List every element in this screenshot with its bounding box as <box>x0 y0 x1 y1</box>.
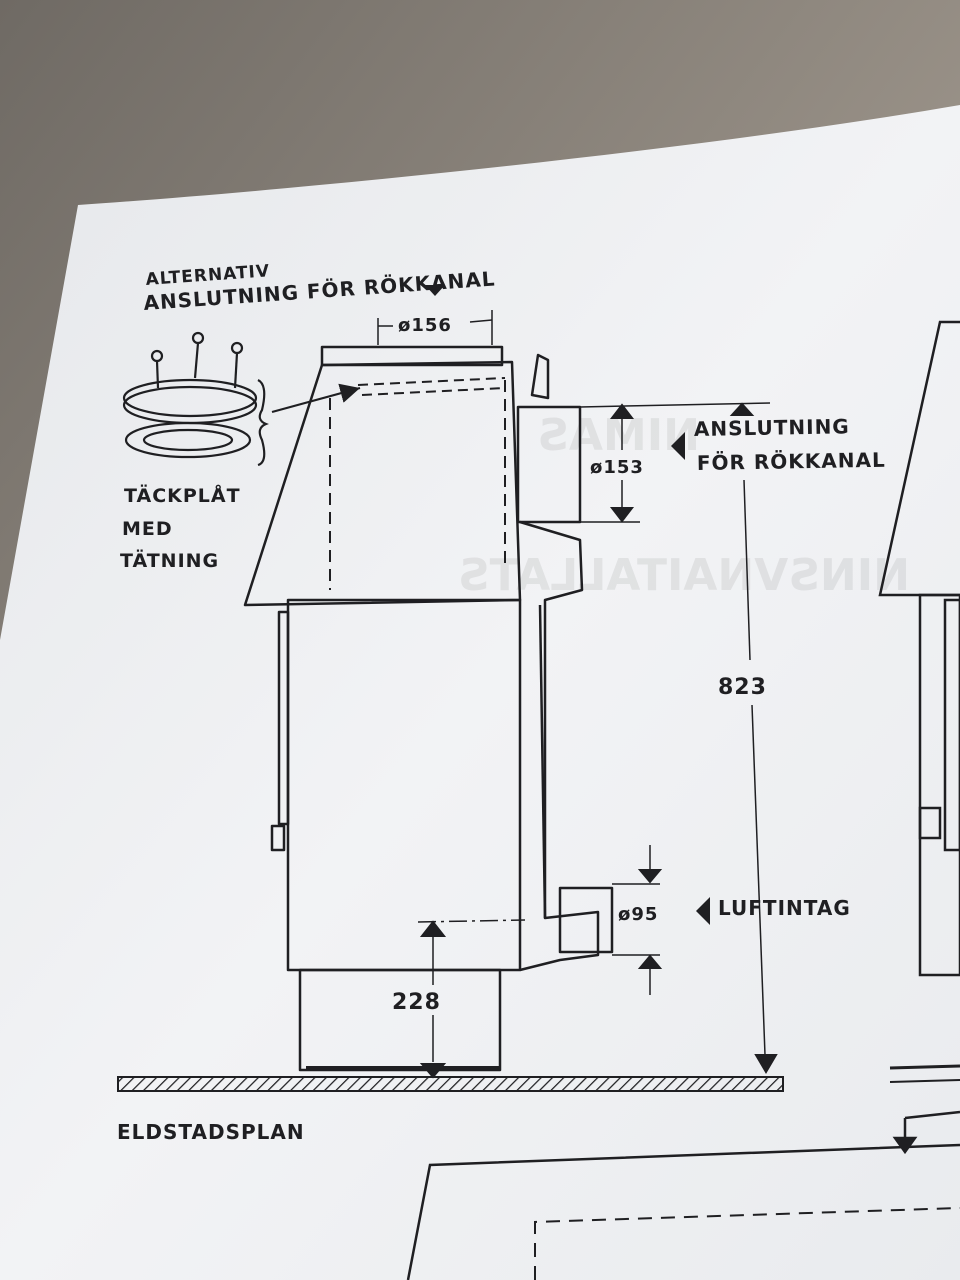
cover-plate-label-3: TÄTNING <box>120 548 219 572</box>
hearth-plane-hatch <box>117 1076 784 1092</box>
screw-icon <box>230 341 244 389</box>
side-rod <box>277 610 290 826</box>
rear-diameter-value: ø153 <box>590 457 644 478</box>
air-diameter-value: ø95 <box>618 904 658 925</box>
top-diameter-value: ø156 <box>398 315 452 336</box>
cover-plate <box>122 378 258 418</box>
second-stove-partial <box>878 320 960 1083</box>
air-intake-box <box>558 886 614 954</box>
screw-icon <box>150 349 164 389</box>
pointer-icon <box>671 432 685 460</box>
base-height-value: 228 <box>392 990 441 1015</box>
rear-hinge <box>530 353 550 400</box>
hearth-plane-label: ELDSTADSPLAN <box>117 1120 305 1144</box>
cover-plate-label-1: TÄCKPLÅT <box>124 483 241 507</box>
flue-connection-label-1: ANSLUTNING <box>694 414 850 441</box>
seal-ring-outer <box>124 421 252 459</box>
cover-plate-assembly <box>122 331 361 467</box>
lower-drawing-partial <box>406 1110 960 1280</box>
pointer-icon <box>425 285 445 296</box>
show-through-text: NIMAS NINSVNAITALLATS <box>458 410 910 601</box>
cover-plate-label-2: MED <box>122 518 173 540</box>
paper-sheet <box>0 105 960 1280</box>
svg-text:NINSVNAITALLATS: NINSVNAITALLATS <box>458 550 910 601</box>
leader-arrow <box>271 383 361 414</box>
pointer-icon <box>696 897 710 925</box>
rear-flue-connection <box>516 405 582 524</box>
grouping-bracket <box>257 379 269 467</box>
screw-icon <box>191 331 205 379</box>
side-rod-foot <box>270 824 286 852</box>
internal-flue-top <box>357 377 506 396</box>
air-intake-label: LUFTINTAG <box>718 896 851 920</box>
rear-pipe-edge <box>538 604 547 919</box>
flue-connection-label-2: FÖR RÖKKANAL <box>697 448 886 475</box>
total-height-value: 823 <box>718 675 767 700</box>
seal-ring-inner <box>142 428 234 452</box>
stove-drawing <box>243 345 614 1072</box>
internal-flue <box>329 380 506 590</box>
top-flue-collar <box>320 345 504 367</box>
dimension-lines <box>377 310 778 1079</box>
